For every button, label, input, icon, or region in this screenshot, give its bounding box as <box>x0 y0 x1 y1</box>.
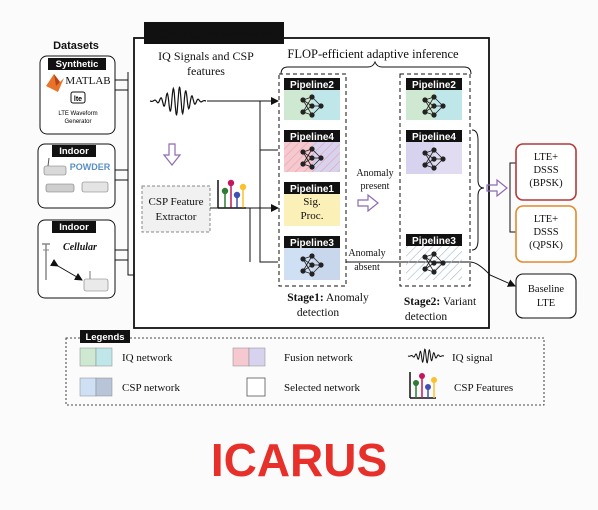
lte-waveform-caption-line1: LTE Waveform <box>58 111 97 117</box>
stage1-box <box>278 73 347 287</box>
datasets-title: Datasets <box>53 40 99 52</box>
legend-csp-network: CSP network <box>122 382 180 394</box>
legend-fusion-network: Fusion network <box>284 352 353 364</box>
legend-iq-network: IQ network <box>122 352 173 364</box>
legend-selected-network: Selected network <box>284 382 361 394</box>
framework-title: ICARUS Framework <box>155 26 275 41</box>
sig-proc-line1: Sig. <box>303 196 321 208</box>
stage1-pipeline4-label: Pipeline4 <box>290 132 334 143</box>
stage2-output-brace <box>471 129 485 251</box>
anomaly-absent-line1: Anomaly <box>348 248 385 259</box>
anomaly-absent-arrow <box>346 261 516 287</box>
flop-label: FLOP-efficient adaptive inference <box>287 47 459 61</box>
anomaly-present-line1: Anomaly <box>356 168 393 179</box>
cellular-link-arrow <box>49 259 83 281</box>
synthetic-tag <box>48 58 106 70</box>
input-label-line1: IQ Signals and CSP <box>158 49 254 63</box>
stage2-pipeline4-label: Pipeline4 <box>412 132 456 143</box>
stage2-label-line2: detection <box>405 311 447 323</box>
lte-waveform-caption-line2: Generator <box>64 119 91 125</box>
legend-fusion-network-swatch <box>232 347 266 367</box>
output-bracket <box>509 162 516 233</box>
powder-logo: POWDER <box>70 162 111 172</box>
matlab-label: MATLAB <box>65 75 110 87</box>
legend-title-tag <box>80 330 130 343</box>
bpsk-line3: (BPSK) <box>529 178 563 189</box>
bpsk-line1: LTE+ <box>534 152 558 163</box>
stage1-label-line2: detection <box>297 307 339 319</box>
stage2-label-rest: Variant <box>440 296 477 308</box>
csp-extractor-line1: CSP Feature <box>149 196 204 208</box>
legend-iq-network-swatch <box>79 347 113 367</box>
dataset-connectors <box>115 72 135 276</box>
flop-brace <box>280 60 472 75</box>
legend-csp-features-icon <box>409 372 437 399</box>
stage1-pipeline3: Pipeline3 <box>284 236 340 280</box>
lte-logo-label: lte <box>74 96 82 103</box>
anomaly-absent-line2: absent <box>354 262 380 273</box>
sig-proc-line2: Proc. <box>301 210 324 222</box>
indoor-tag-1-label: Indoor <box>59 146 89 157</box>
legend-box <box>65 337 545 406</box>
legend-iq-signal: IQ signal <box>452 352 493 364</box>
legend-title: Legends <box>85 332 124 343</box>
bpsk-line2: DSSS <box>533 165 558 176</box>
stage1-connectors <box>249 101 278 263</box>
stage1-label: Stage1: Anomaly <box>287 292 369 304</box>
stage1-pipeline1-label: Pipeline1 <box>290 184 334 195</box>
stage1-pipeline1: Pipeline1 Sig. Proc. <box>284 182 340 226</box>
stage2-box <box>399 73 471 287</box>
legend-csp-features: CSP Features <box>454 382 513 394</box>
stage2-pipeline3: Pipeline3 <box>406 234 462 280</box>
matlab-logo-icon <box>46 74 64 92</box>
csp-extractor-line2: Extractor <box>156 211 197 223</box>
csp-down-arrow <box>162 143 182 166</box>
anomaly-present-line2: present <box>361 181 390 192</box>
input-label-line2: features <box>187 64 225 78</box>
stage2-pipeline4: Pipeline4 <box>406 130 462 174</box>
stage2-output-arrow <box>486 178 508 198</box>
synthetic-tag-label: Synthetic <box>56 59 99 70</box>
baseline-line2: LTE <box>537 298 555 309</box>
indoor-tag-2-label: Indoor <box>59 222 89 233</box>
qpsk-line2: DSSS <box>533 227 558 238</box>
stage2-label-bold: Stage2: <box>404 296 440 308</box>
qpsk-output-box <box>515 205 577 263</box>
cellular-device-icon <box>83 271 109 292</box>
indoor-tag-2 <box>52 221 96 233</box>
baseline-line1: Baseline <box>528 284 564 295</box>
legend-selected-swatch <box>246 377 266 397</box>
stage1-pipeline2-label: Pipeline2 <box>290 80 334 91</box>
legend-iq-signal-icon <box>407 348 445 364</box>
baseline-output-box <box>515 273 577 319</box>
anomaly-present-arrow <box>357 193 379 213</box>
stage1-pipeline2: Pipeline2 <box>284 78 340 120</box>
legend-csp-network-swatch <box>79 377 113 397</box>
big-title: ICARUS <box>211 434 387 486</box>
qpsk-line1: LTE+ <box>534 214 558 225</box>
iq-signal-waveform <box>149 85 207 117</box>
stage2-pipeline2-label: Pipeline2 <box>412 80 456 91</box>
qpsk-line3: (QPSK) <box>529 240 563 251</box>
powder-radio-icon <box>45 181 109 193</box>
csp-extractor-box <box>141 185 211 233</box>
stage1-label-rest: Anomaly <box>324 292 369 304</box>
stage1-pipeline3-label: Pipeline3 <box>290 238 334 249</box>
stage2-label: Stage2: Variant <box>404 296 477 308</box>
powder-sdr-icon <box>43 157 67 176</box>
cellular-logo: Cellular <box>63 242 97 253</box>
framework-title-tag <box>144 22 284 44</box>
stage2-pipeline3-label: Pipeline3 <box>412 236 456 247</box>
stage1-pipeline4: Pipeline4 <box>284 130 340 172</box>
stage1-label-bold: Stage1: <box>287 292 323 304</box>
indoor-tag-1 <box>52 145 96 157</box>
cell-tower-icon <box>42 243 50 280</box>
stage2-pipeline2: Pipeline2 <box>406 78 462 120</box>
bpsk-output-box <box>515 143 577 201</box>
lte-logo-icon <box>70 91 86 104</box>
